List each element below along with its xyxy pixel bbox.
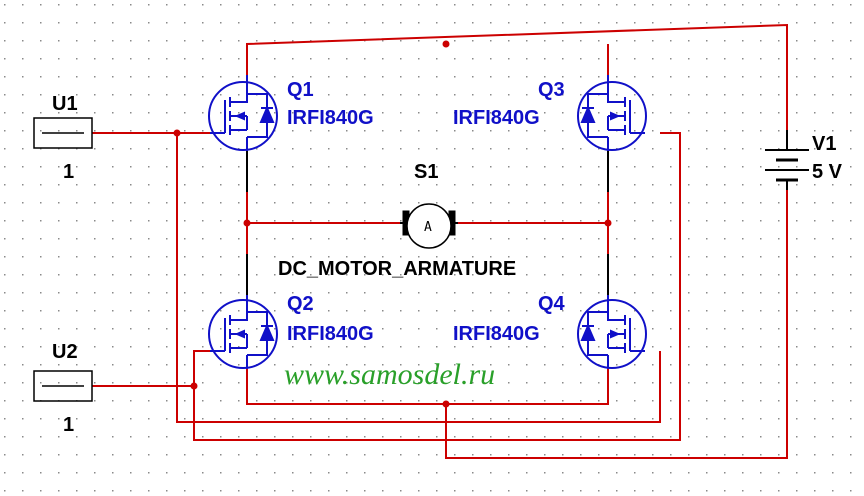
dc-motor-icon [400, 203, 458, 249]
nmos-transistor-icon [577, 75, 647, 151]
u1-value: 1 [63, 161, 74, 183]
q1-ref: Q1 [287, 79, 314, 101]
wire-ground-return[interactable] [445, 190, 788, 459]
dc-source-icon [33, 370, 93, 402]
bridge-mid-wires [246, 192, 609, 254]
junction-top [442, 40, 450, 48]
u2-ref: U2 [52, 341, 78, 363]
u1-ref: U1 [52, 93, 78, 115]
bridge-leads [246, 151, 609, 295]
nmos-transistor-icon [577, 293, 647, 369]
battery-icon [765, 130, 809, 190]
motor-ref: S1 [414, 161, 438, 183]
q4-model: IRFI840G [453, 323, 540, 345]
nmos-transistor-icon [208, 293, 278, 369]
wires [92, 23, 788, 459]
junction-u2 [190, 382, 198, 390]
motor-symbol: A [424, 220, 432, 235]
q1-model: IRFI840G [287, 107, 374, 129]
battery-value: 5 V [812, 161, 843, 183]
wire-bottom-rail[interactable] [246, 362, 609, 405]
source-u2[interactable]: U2 1 [33, 341, 93, 436]
wire-u2-gate-q2[interactable] [92, 350, 210, 387]
dc-source-icon [33, 117, 93, 149]
watermark: www.samosdel.ru [284, 358, 495, 391]
wire-u1-gate-q4[interactable] [176, 133, 661, 423]
junction-u1 [173, 129, 181, 137]
battery-v1[interactable]: V1 5 V [765, 130, 843, 190]
transistor-q4[interactable] [577, 293, 647, 369]
transistor-q2[interactable] [208, 293, 278, 369]
battery-ref: V1 [812, 133, 836, 155]
q2-model: IRFI840G [287, 323, 374, 345]
q2-ref: Q2 [287, 293, 314, 315]
q3-model: IRFI840G [453, 107, 540, 129]
transistor-q3[interactable] [577, 75, 647, 151]
transistor-q1[interactable] [208, 75, 278, 151]
nmos-transistor-icon [208, 75, 278, 151]
q3-ref: Q3 [538, 79, 565, 101]
u2-value: 1 [63, 414, 74, 436]
motor-s1[interactable]: A S1 DC_MOTOR_ARMATURE [278, 161, 516, 280]
source-u1[interactable]: U1 1 [33, 93, 93, 183]
wire-u2-gate-q3[interactable] [193, 132, 681, 441]
motor-type: DC_MOTOR_ARMATURE [278, 258, 516, 280]
wire-top-rail[interactable] [246, 23, 788, 130]
junction-bottom [442, 400, 450, 408]
junctions [173, 40, 612, 408]
q4-ref: Q4 [538, 293, 566, 315]
